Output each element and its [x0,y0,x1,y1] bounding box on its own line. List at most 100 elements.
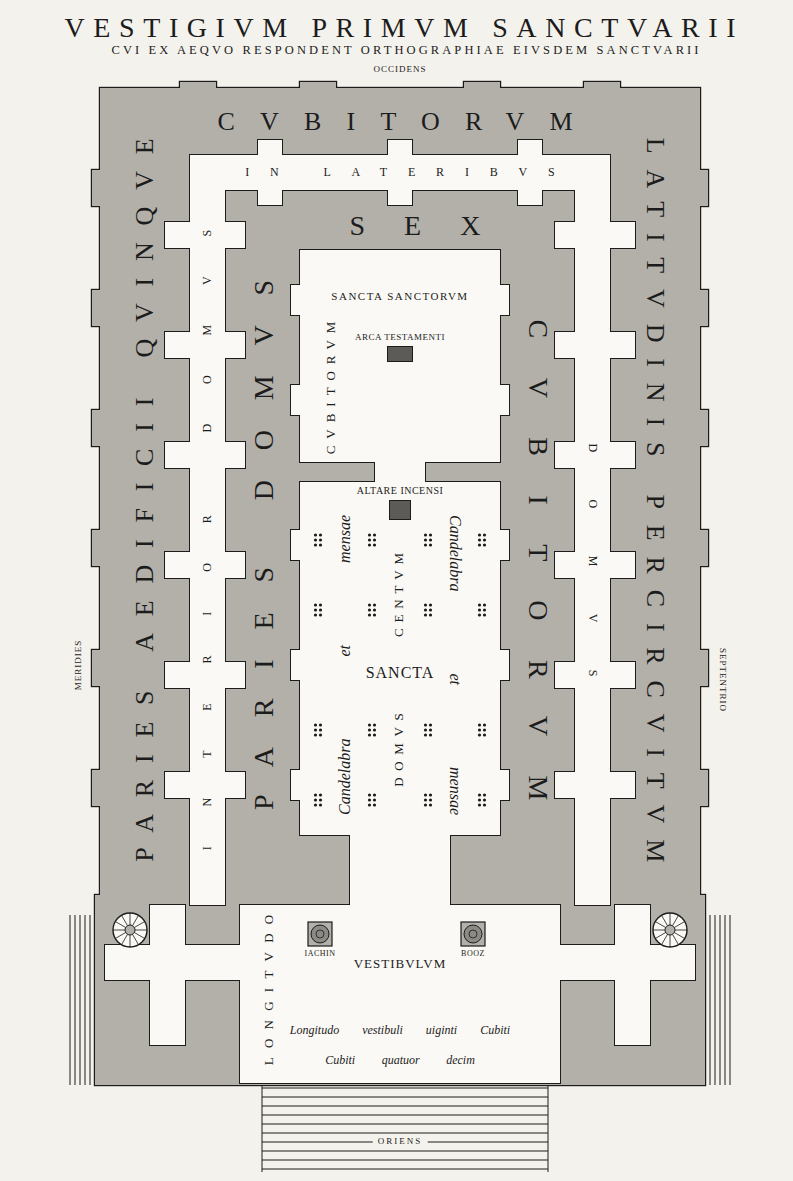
object-square [389,500,411,520]
wall-inscription: PARIES DOMVS [250,250,278,840]
wall-mass-fill [698,290,708,326]
candle-dot [483,803,486,806]
stair-tread [655,933,665,939]
open-floor-fill [300,250,500,462]
candle-dot [319,538,322,541]
candle-dot [478,723,481,726]
length-inscription: LONGITVDO [262,906,275,1075]
candle-dot [478,543,481,546]
open-floor-edge [291,770,303,800]
wall-mass-edge [92,290,102,326]
candle-dot [483,603,486,606]
candle-dot [373,538,376,541]
stair-tread [655,922,665,928]
candle-dot [319,603,322,606]
candle-dot [424,603,427,606]
step-line [262,1115,548,1116]
open-floor-fill [555,332,635,358]
wall-mass-edge [92,770,102,806]
stair-tread [674,922,684,928]
pillar-symbol [307,921,333,947]
candle-dot [373,608,376,611]
open-floor-edge [350,831,450,909]
candle-dot [483,543,486,546]
candle-dot [319,543,322,546]
stair-tread [670,935,671,947]
wall-mass-fill [92,650,102,686]
step-line [262,1106,548,1107]
candle-dot [424,608,427,611]
open-floor-fill [291,285,303,315]
stair-newel [125,925,135,935]
open-floor-edge [375,458,425,486]
wall-mass-edge [584,82,620,92]
candle-dot [478,728,481,731]
candle-dot [314,803,317,806]
length-inscription: DOMVS [392,707,405,794]
candle-dot [319,723,322,726]
open-floor-fill [291,385,303,415]
open-floor-fill [615,905,650,1045]
open-floor-edge [150,905,185,1045]
furniture-note: Candelabra et mensae [447,515,463,815]
candle-dot [373,613,376,616]
open-floor-edge [555,772,635,798]
candle-dot [314,543,317,546]
stair-tread [133,915,139,925]
object-name: IACHIN [305,950,336,958]
candle-dot [429,603,432,606]
wall-mass-fill [300,82,336,92]
open-floor-fill [497,650,509,680]
spiral-stair [653,913,687,947]
candle-dot [314,728,317,731]
candle-dot [373,543,376,546]
step-line [85,915,86,1085]
open-floor-edge [291,530,303,560]
candle-dot [478,613,481,616]
stair-tread [113,930,125,931]
stair-well [113,913,147,947]
step-line [75,915,76,1085]
stair-tread [670,913,671,925]
open-floor-fill [555,222,635,248]
candle-dot [483,733,486,736]
wall-mass-edge [92,530,102,566]
room-name: SANCTA SANCTORVM [300,291,500,302]
candle-dot [429,803,432,806]
wall-mass-fill [698,170,708,206]
candle-dot [319,728,322,731]
candle-dot [314,538,317,541]
dimension-note: Longitudo vestibuli uiginti Cubiti [290,1024,510,1036]
step-line [90,915,91,1085]
wall-mass-edge [698,770,708,806]
length-inscription: CVBITORVM [324,315,337,462]
candle-dot [314,603,317,606]
candle-dot [368,723,371,726]
candle-dot [373,733,376,736]
pillar: IACHIN [300,921,340,958]
candle-dot [368,603,371,606]
open-floor-fill [150,905,185,1045]
candle-dot [483,728,486,731]
open-floor-fill [555,772,635,798]
stair-tread [122,915,128,925]
candle-dot [368,793,371,796]
candle-dot [314,733,317,736]
wall-mass-edge [92,410,102,446]
wall-mass-edge [464,82,500,92]
candle-dot [373,728,376,731]
object-name: ALTARE INCENSI [357,486,444,496]
wall-mass-fill [698,410,708,446]
step-line [715,915,716,1085]
candle-dot [373,603,376,606]
corridor-inscription: INTERIOR DOMVS [201,190,213,890]
corridor-inscription: DOMVS [587,396,599,724]
open-floor-edge [300,250,500,462]
step-line [725,915,726,1085]
candle-dot [319,798,322,801]
candle-dot [314,723,317,726]
step-line [730,915,731,1085]
open-floor-fill [350,831,450,909]
candle-dot [478,798,481,801]
candle-dot [368,533,371,536]
